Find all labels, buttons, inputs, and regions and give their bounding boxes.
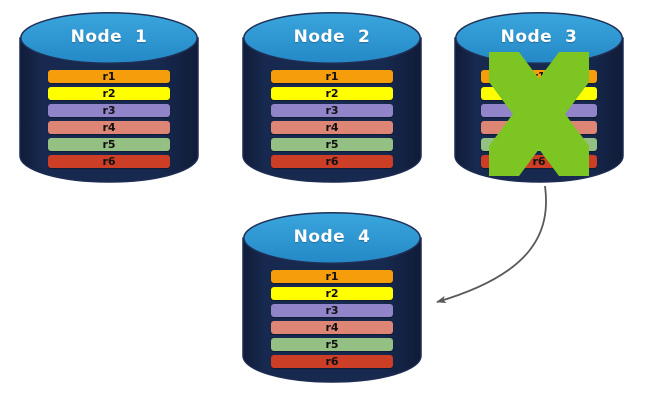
row-band-r5[interactable]: r5 [48, 138, 170, 151]
row-band-r5[interactable]: r5 [271, 138, 393, 151]
row-list: r1 r2 r3 r4 r5 r6 [481, 12, 597, 182]
row-band-r2[interactable]: r2 [48, 87, 170, 100]
row-band-r6[interactable]: r6 [271, 355, 393, 368]
arrow-line [436, 185, 547, 304]
row-band-r1[interactable]: r1 [271, 270, 393, 283]
row-band-r5[interactable]: r5 [481, 138, 597, 151]
row-list: r1 r2 r3 r4 r5 r6 [271, 12, 393, 182]
row-band-r3[interactable]: r3 [271, 304, 393, 317]
row-list: r1 r2 r3 r4 r5 r6 [271, 212, 393, 382]
row-band-r2[interactable]: r2 [271, 87, 393, 100]
row-band-r3[interactable]: r3 [481, 104, 597, 117]
row-band-r2[interactable]: r2 [271, 287, 393, 300]
row-band-r3[interactable]: r3 [48, 104, 170, 117]
row-band-r6[interactable]: r6 [271, 155, 393, 168]
row-band-r1[interactable]: r1 [48, 70, 170, 83]
cylinder-top-ellipse [20, 12, 198, 64]
row-band-r6[interactable]: r6 [481, 155, 597, 168]
row-band-r2[interactable]: r2 [481, 87, 597, 100]
row-band-r4[interactable]: r4 [271, 121, 393, 134]
row-band-r3[interactable]: r3 [271, 104, 393, 117]
row-list: r1 r2 r3 r4 r5 r6 [48, 12, 170, 182]
cylinder-top-ellipse [243, 212, 421, 264]
row-band-r1[interactable]: r1 [271, 70, 393, 83]
cylinder-top-ellipse [243, 12, 421, 64]
row-band-r6[interactable]: r6 [48, 155, 170, 168]
row-band-r4[interactable]: r4 [271, 321, 393, 334]
row-band-r5[interactable]: r5 [271, 338, 393, 351]
row-band-r4[interactable]: r4 [48, 121, 170, 134]
row-band-r1[interactable]: r1 [481, 70, 597, 83]
row-band-r4[interactable]: r4 [481, 121, 597, 134]
